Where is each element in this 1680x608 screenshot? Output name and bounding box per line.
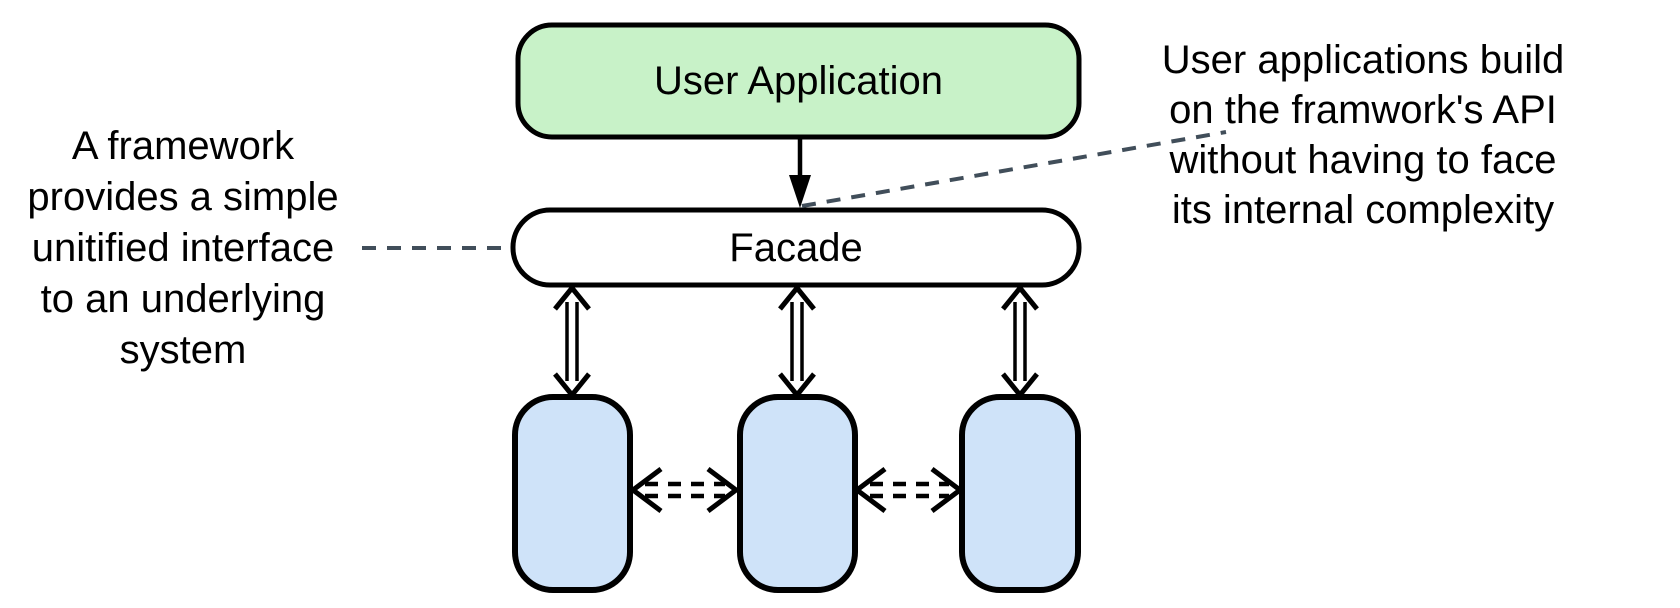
annotation-line: its internal complexity [1171, 188, 1555, 232]
up-chevron-icon [1001, 284, 1039, 311]
right-chevron-icon [706, 467, 741, 513]
up-chevron-icon [553, 284, 591, 311]
annotation-line: without having to face [1169, 138, 1557, 182]
down-arrow-head-icon [789, 175, 811, 208]
right-annotation: User applications build on the framwork'… [1158, 35, 1568, 235]
facade-label: Facade [729, 225, 863, 270]
annotation-line: User applications build [1161, 38, 1565, 82]
user-application-label: User Application [653, 59, 944, 103]
left-chevron-icon [852, 467, 887, 513]
annotation-line: on the framwork's API [1169, 88, 1557, 132]
annotation-line: system [119, 328, 247, 372]
subsystem-box [512, 394, 633, 593]
double-arrow-vertical [1001, 284, 1039, 399]
subsystem-box [959, 394, 1081, 593]
annotation-line: provides a simple [27, 175, 339, 219]
double-arrow-vertical [778, 284, 816, 399]
left-annotation: A framework provides a simple unitified … [8, 121, 358, 376]
right-annotation-connector [801, 130, 1227, 208]
annotation-line: to an underlying [40, 277, 326, 321]
right-chevron-icon [930, 467, 965, 513]
subsystem-box [737, 394, 858, 593]
left-chevron-icon [628, 467, 663, 513]
double-arrow-vertical [553, 284, 591, 399]
down-chevron-icon [778, 372, 816, 399]
up-chevron-icon [778, 284, 816, 311]
subsystem-link-arrows [628, 467, 741, 513]
annotation-line: A framework [71, 124, 295, 168]
user-application-box [515, 22, 1082, 140]
annotation-line: unitified interface [31, 226, 335, 270]
subsystem-link-arrows [852, 467, 965, 513]
down-arrow-connector [789, 139, 811, 208]
facade-box [510, 207, 1082, 288]
down-chevron-icon [1001, 372, 1039, 399]
down-chevron-icon [553, 372, 591, 399]
